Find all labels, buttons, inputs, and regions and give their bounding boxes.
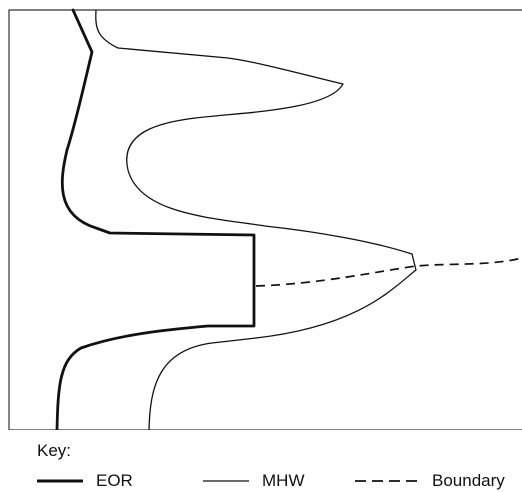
- legend-swatch-eor: [37, 479, 83, 483]
- legend-swatch-boundary: [355, 480, 419, 482]
- legend-label-mhw: MHW: [262, 471, 305, 490]
- boundary-line: [255, 257, 522, 287]
- legend-label-eor: EOR: [96, 471, 133, 490]
- mhw-line: [95, 9, 417, 430]
- map-frame: [8, 9, 522, 430]
- eor-line: [55, 8, 256, 430]
- legend-item-boundary: Boundary: [355, 471, 505, 491]
- legend-item-eor: EOR: [37, 471, 133, 491]
- coastline-map: [8, 8, 522, 430]
- legend-item-mhw: MHW: [203, 471, 304, 491]
- legend-swatch-mhw: [203, 480, 249, 482]
- key-title: Key:: [37, 441, 72, 460]
- legend-label-boundary: Boundary: [432, 471, 505, 490]
